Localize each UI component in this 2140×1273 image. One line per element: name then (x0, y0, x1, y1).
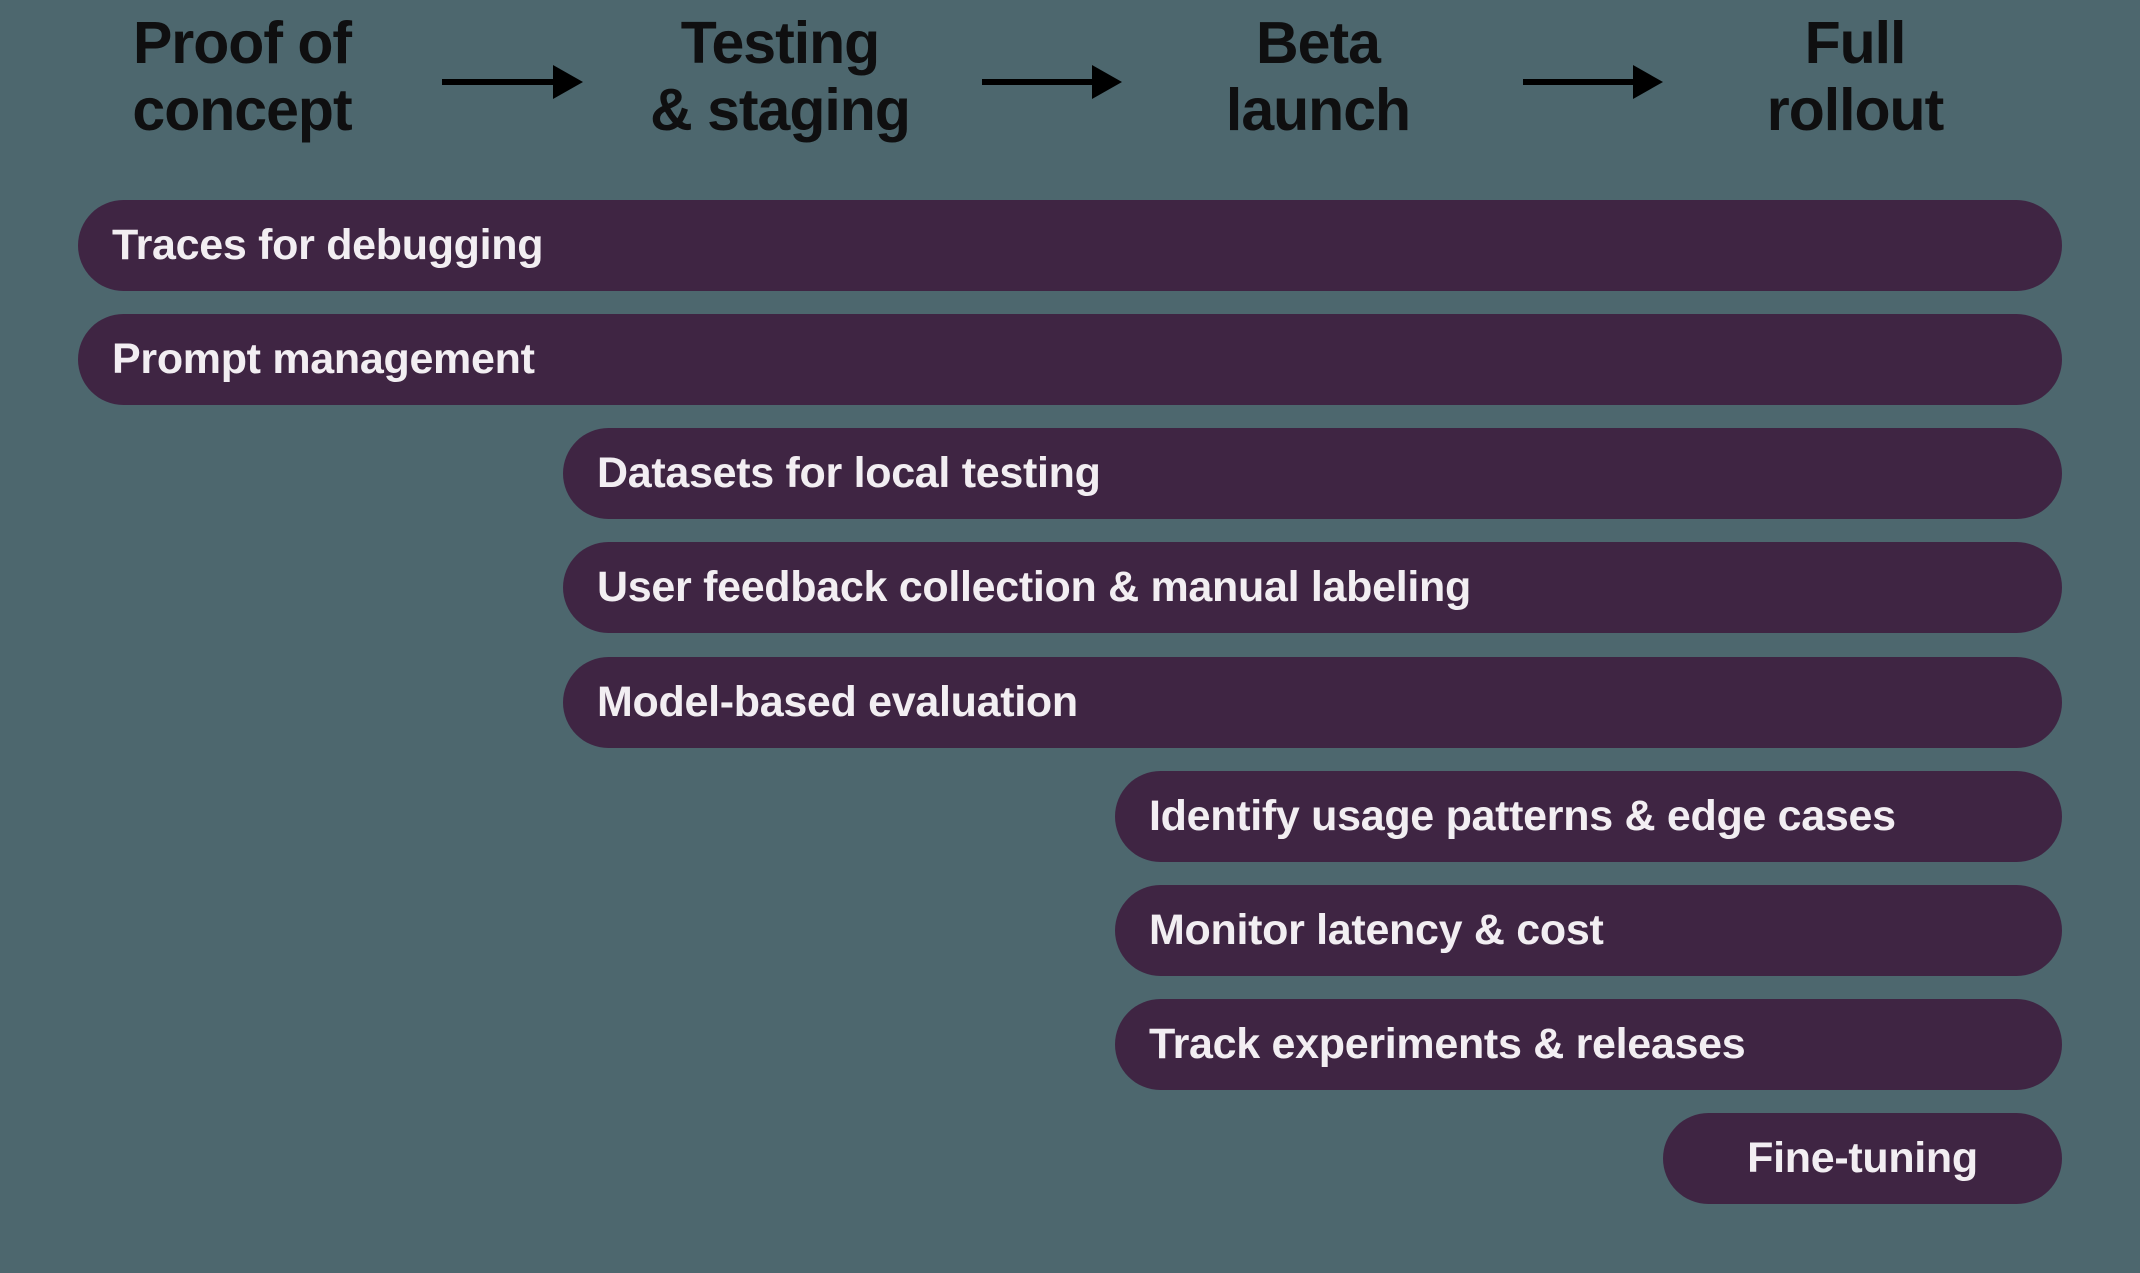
bar-identify-usage-patterns: Identify usage patterns & edge cases (1115, 771, 2062, 862)
phase-label-line: concept (132, 77, 352, 143)
bar-fine-tuning: Fine-tuning (1663, 1113, 2062, 1204)
bar-label: Monitor latency & cost (1149, 906, 1604, 954)
bar-model-based-evaluation: Model-based evaluation (563, 657, 2062, 748)
bar-label: Datasets for local testing (597, 449, 1101, 497)
bar-track-experiments-releases: Track experiments & releases (1115, 999, 2062, 1090)
bar-label: Identify usage patterns & edge cases (1149, 792, 1896, 840)
bar-label: Traces for debugging (112, 221, 544, 269)
arrow-head (553, 65, 583, 99)
bar-user-feedback-collection: User feedback collection & manual labeli… (563, 542, 2062, 633)
phase-label-line: Testing (680, 10, 880, 76)
bar-traces-for-debugging: Traces for debugging (78, 200, 2062, 291)
arrow-shaft (982, 79, 1092, 85)
arrow-right-icon (982, 65, 1122, 99)
phase-header-beta-launch: Beta launch (1058, 10, 1578, 144)
arrow-head (1633, 65, 1663, 99)
bar-datasets-for-local-testing: Datasets for local testing (563, 428, 2062, 519)
phase-label-line: Beta (1256, 10, 1381, 76)
phase-header-proof-of-concept: Proof of concept (0, 10, 502, 144)
phase-header-full-rollout: Full rollout (1595, 10, 2115, 144)
bar-label: Fine-tuning (1747, 1134, 1978, 1182)
arrow-shaft (442, 79, 553, 85)
bar-label: User feedback collection & manual labeli… (597, 563, 1471, 611)
bar-label: Prompt management (112, 335, 535, 383)
phase-label-line: Full (1804, 10, 1907, 76)
bar-label: Model-based evaluation (597, 678, 1078, 726)
bar-label: Track experiments & releases (1149, 1020, 1746, 1068)
phase-label-line: launch (1225, 77, 1411, 143)
arrow-right-icon (1523, 65, 1663, 99)
bar-prompt-management: Prompt management (78, 314, 2062, 405)
phase-header-testing-staging: Testing & staging (520, 10, 1040, 144)
arrow-right-icon (442, 65, 583, 99)
arrow-head (1092, 65, 1122, 99)
phase-label-line: rollout (1766, 77, 1945, 143)
phase-label-line: & staging (650, 77, 911, 143)
phase-label-line: Proof of (132, 10, 352, 76)
bar-monitor-latency-cost: Monitor latency & cost (1115, 885, 2062, 976)
arrow-shaft (1523, 79, 1633, 85)
